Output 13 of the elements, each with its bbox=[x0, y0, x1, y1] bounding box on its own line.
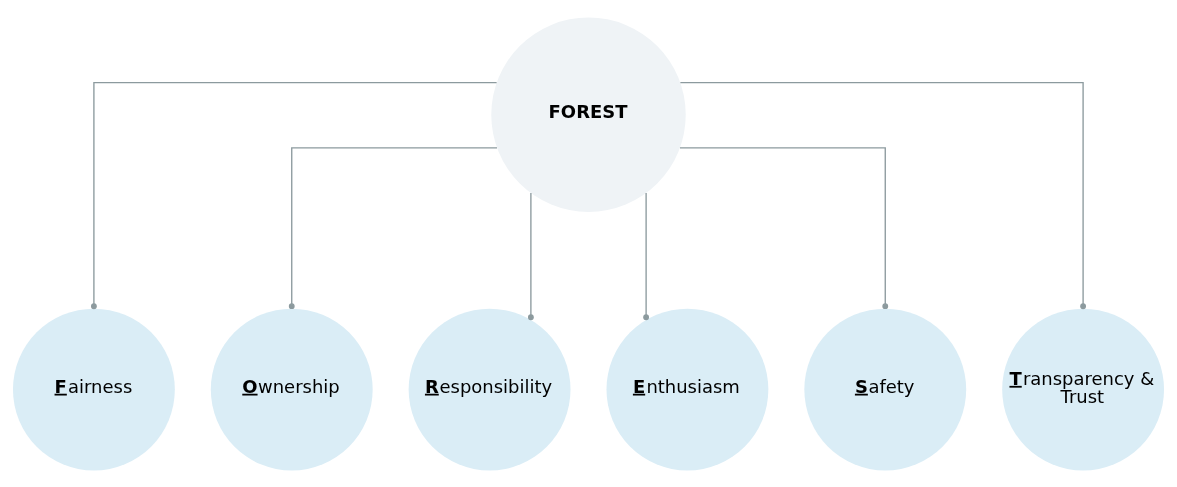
node-circle: FOREST bbox=[491, 17, 686, 212]
connector bbox=[643, 191, 650, 320]
node-circle: Fairness bbox=[12, 308, 175, 470]
node-circle: Enthusiasm bbox=[606, 308, 769, 470]
connector bbox=[288, 146, 498, 309]
connector bbox=[679, 146, 889, 309]
node-circle: Ownership bbox=[210, 308, 373, 470]
connector bbox=[90, 81, 498, 309]
connector bbox=[679, 81, 1087, 309]
node-circle: Responsibility bbox=[408, 308, 571, 470]
connector bbox=[527, 191, 534, 320]
node-circle: Transparency & Trust bbox=[1002, 308, 1165, 470]
node-circle: Safety bbox=[804, 308, 967, 470]
